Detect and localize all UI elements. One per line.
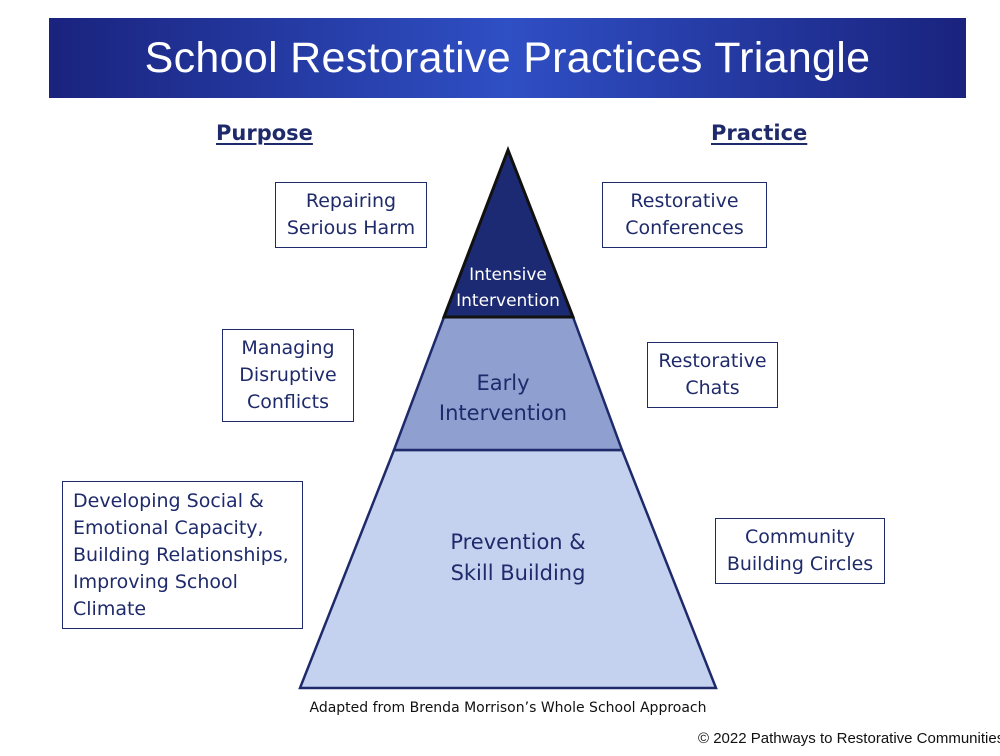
- tier-top-shape: [441, 145, 576, 319]
- page-title: School Restorative Practices Triangle: [144, 33, 871, 82]
- copyright-notice: © 2022 Pathways to Restorative Communiti…: [698, 730, 1000, 747]
- practice-box-restorative-conferences: Restorative Conferences: [602, 182, 767, 248]
- tier-middle-label: Early Intervention: [438, 371, 568, 425]
- practice-box-community-circles: Community Building Circles: [715, 518, 885, 584]
- tier-bottom-label: Prevention & Skill Building: [450, 530, 586, 585]
- purpose-box-managing-conflicts: Managing Disruptive Conflicts: [222, 329, 354, 422]
- purpose-heading: Purpose: [216, 121, 313, 145]
- tier-top-label: Intensive Intervention: [456, 265, 560, 311]
- title-banner: School Restorative Practices Triangle: [49, 18, 966, 98]
- practice-box-restorative-chats: Restorative Chats: [647, 342, 778, 408]
- purpose-box-developing-capacity: Developing Social & Emotional Capacity, …: [62, 481, 303, 629]
- source-caption: Adapted from Brenda Morrison’s Whole Sch…: [309, 700, 707, 716]
- purpose-box-repairing-harm: Repairing Serious Harm: [275, 182, 427, 248]
- practice-heading: Practice: [711, 121, 808, 145]
